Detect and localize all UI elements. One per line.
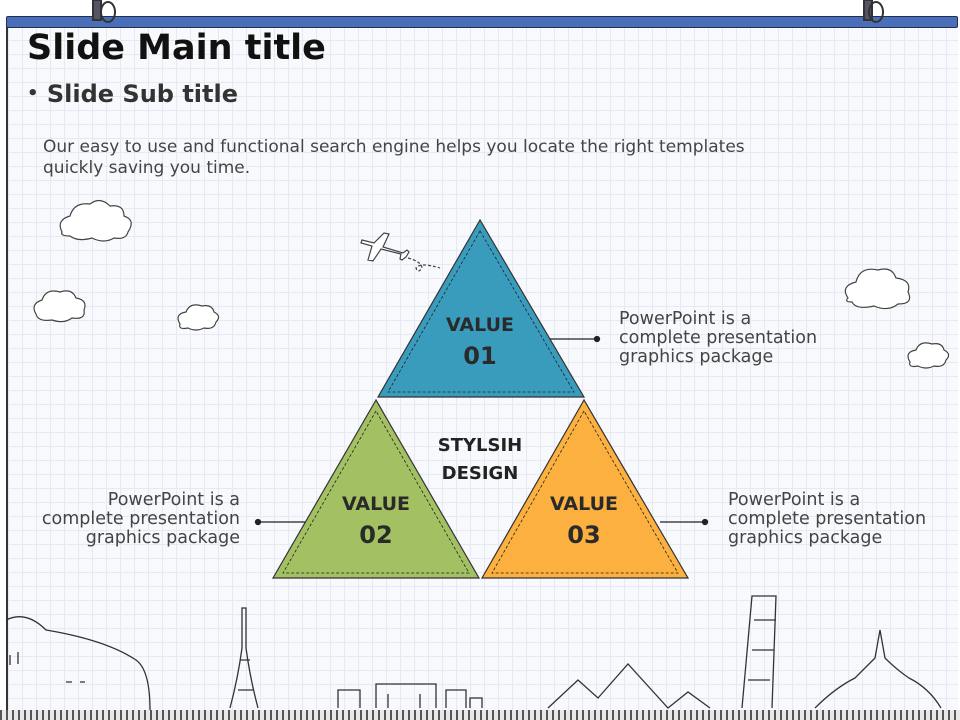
- slide-title: Slide Main title: [27, 28, 326, 68]
- value-02-label: VALUE 02: [316, 493, 436, 549]
- center-label-line1: STYLSIH: [437, 435, 523, 456]
- value-01-label: VALUE 01: [420, 314, 540, 370]
- value-label: VALUE: [342, 493, 410, 515]
- description-line: graphics package: [619, 347, 774, 367]
- description-01: PowerPoint is a complete presentation gr…: [619, 310, 817, 367]
- pyramids-icon: [547, 663, 711, 709]
- center-label-line2: DESIGN: [441, 463, 519, 484]
- bullet-icon: •: [27, 83, 39, 104]
- center-label: STYLSIH DESIGN: [420, 432, 540, 488]
- slide-top-bar: [6, 16, 958, 28]
- subtitle-text: Slide Sub title: [46, 80, 239, 108]
- description-line: graphics package: [728, 528, 883, 548]
- description-line: complete presentation: [619, 328, 818, 348]
- description-line: graphics package: [85, 528, 240, 548]
- cloud-icon: [33, 290, 86, 323]
- value-number: 01: [463, 342, 497, 370]
- description-line: complete presentation: [41, 509, 240, 529]
- hanger-left-icon: [92, 0, 116, 23]
- description-line: PowerPoint is a: [107, 490, 240, 510]
- connectors: [254, 335, 709, 526]
- slide-subtitle: • Slide Sub title: [27, 80, 238, 108]
- triangle-value-02: [271, 398, 481, 579]
- cloud-icon: [177, 304, 220, 331]
- triangle-value-03: [480, 398, 690, 579]
- description-03: PowerPoint is a complete presentation gr…: [728, 491, 926, 548]
- cloud-icons: [33, 199, 950, 369]
- description-line: complete presentation: [728, 509, 927, 529]
- description-02: PowerPoint is a complete presentation gr…: [0, 491, 240, 548]
- stonehenge-icon: [337, 683, 483, 708]
- description-line: PowerPoint is a: [728, 490, 861, 510]
- value-03-label: VALUE 03: [524, 493, 644, 549]
- city-skyline: [5, 595, 942, 711]
- hanger-right-icon: [863, 0, 884, 23]
- mont-saint-michel-icon: [814, 629, 942, 709]
- colosseum-icon: [5, 616, 151, 711]
- value-label: VALUE: [446, 314, 514, 336]
- cloud-icon: [59, 199, 132, 242]
- description-line: PowerPoint is a: [619, 309, 752, 329]
- slide-body-text: Our easy to use and functional search en…: [43, 137, 745, 178]
- eiffel-tower-icon: [229, 607, 259, 709]
- triangle-value-01: [376, 218, 586, 398]
- cloud-icon: [844, 268, 911, 310]
- bottom-dashed-strip: [0, 710, 960, 720]
- pisa-tower-icon: [741, 595, 777, 709]
- cloud-icon: [907, 342, 950, 369]
- value-number: 03: [567, 521, 601, 549]
- value-label: VALUE: [550, 493, 618, 515]
- airplane-icon: [360, 232, 441, 272]
- value-number: 02: [359, 521, 393, 549]
